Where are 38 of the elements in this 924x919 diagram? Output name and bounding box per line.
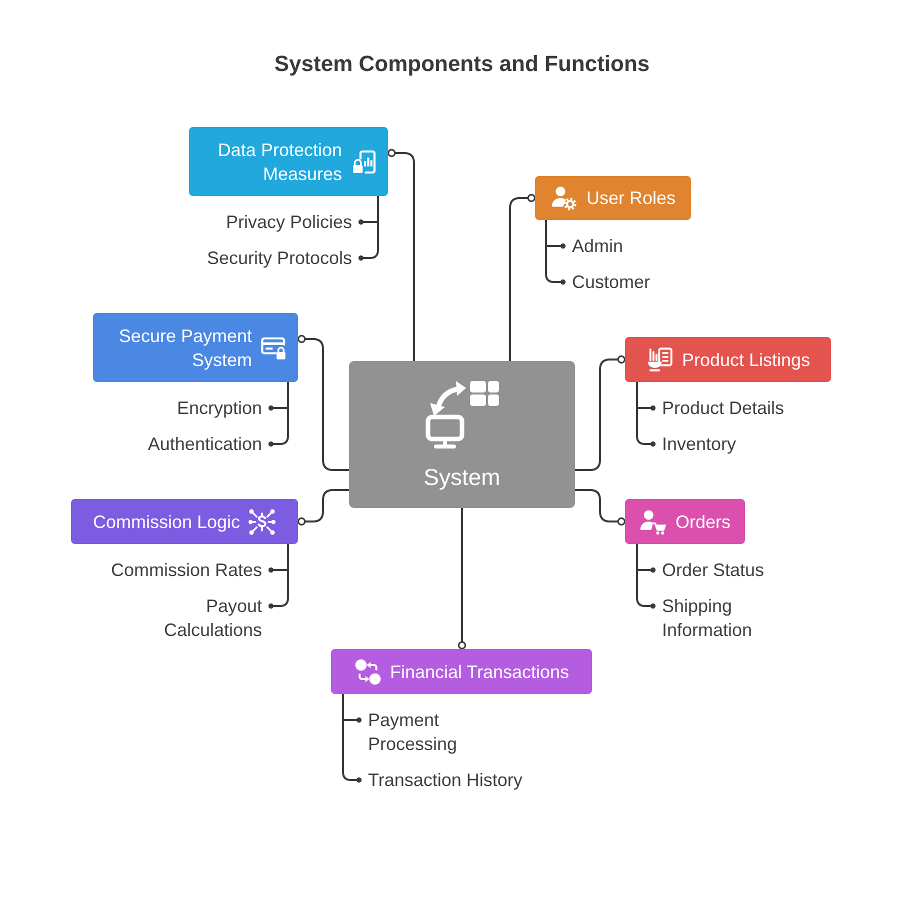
category-label: Commission Logic (92, 510, 240, 534)
connector-line (388, 148, 415, 361)
category-box (625, 499, 745, 544)
diagram-title: System Components and Functions (273, 50, 651, 78)
list-item-text: Privacy Policies (226, 210, 352, 234)
connector-line (458, 508, 466, 650)
category-box (71, 499, 298, 544)
connector-line (298, 489, 349, 526)
category-label: Financial Transactions (390, 660, 570, 684)
connector-line (298, 334, 349, 471)
list-item-text: Payout Calculations (164, 594, 262, 642)
connector-line (575, 489, 626, 526)
list-item-text: Admin (572, 234, 624, 258)
category-label: Data Protection Measures (216, 138, 342, 186)
list-item-text: Product Details (662, 396, 784, 420)
list-item-text: Commission Rates (110, 558, 262, 582)
list-item-text: Payment Processing (368, 708, 458, 756)
category-box (189, 127, 388, 196)
category-box (93, 313, 298, 382)
category-label: Product Listings (682, 348, 810, 372)
connector-line (509, 194, 536, 361)
hub-box (349, 361, 575, 508)
category-box (331, 649, 592, 694)
category-label: User Roles (586, 187, 676, 210)
hub-label: System (422, 463, 502, 492)
connector-line (575, 355, 626, 471)
list-item-text: Transaction History (368, 768, 522, 792)
category-box (535, 176, 691, 220)
list-item-text: Shipping Information (662, 594, 752, 642)
list-item-text: Customer (572, 270, 650, 294)
list-item-text: Inventory (662, 432, 736, 456)
list-item-text: Order Status (662, 558, 764, 582)
list-item-text: Encryption (176, 396, 262, 420)
list-item-text: Security Protocols (206, 246, 352, 270)
list-item-text: Authentication (148, 432, 262, 456)
category-label: Secure Payment System (118, 324, 252, 372)
category-box (625, 337, 831, 382)
category-label: Orders (675, 510, 730, 534)
